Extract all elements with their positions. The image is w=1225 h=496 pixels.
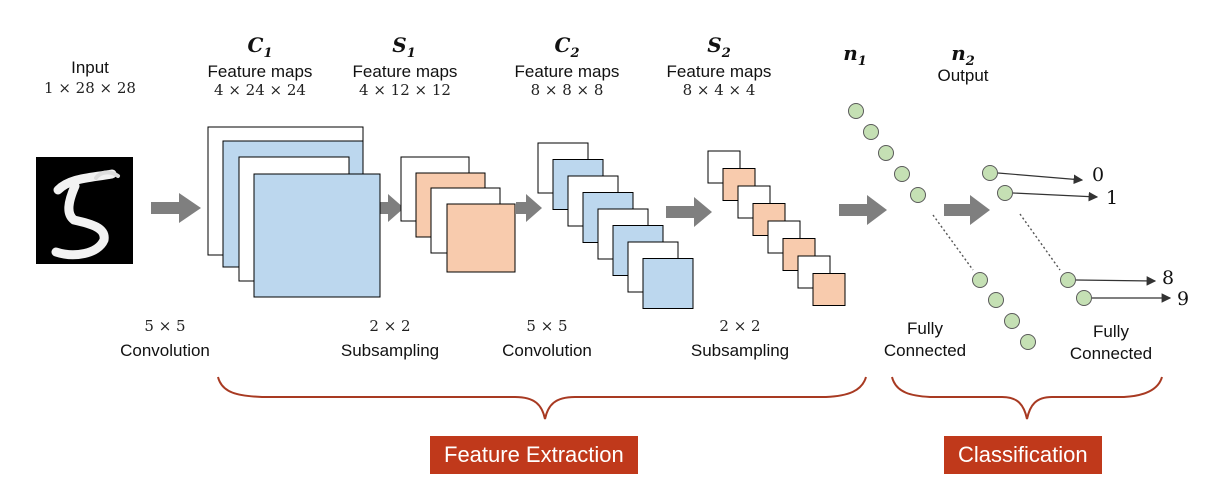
- s2-feature-maps: [707, 150, 846, 306]
- n1-symbol: n1: [843, 41, 867, 69]
- arrow-n1-to-n2: [944, 195, 990, 225]
- c2-label: Feature maps: [514, 62, 620, 81]
- conv1-kernel: 5 × 5: [144, 317, 186, 335]
- classification-brace: [891, 376, 1163, 420]
- c1-dims: 4 × 24 × 24: [214, 81, 306, 99]
- sub1-kernel: 2 × 2: [369, 317, 411, 335]
- output-label-0: 0: [1092, 164, 1105, 186]
- conv2-kernel: 5 × 5: [526, 317, 568, 335]
- arrow-input-to-c1: [151, 193, 201, 223]
- arrow-c2-to-s2: [666, 197, 712, 227]
- c2-map-8: [642, 258, 694, 309]
- fc1-line1: Fully: [907, 319, 943, 338]
- fc2-line2: Connected: [1069, 344, 1153, 363]
- arrow-s2-to-n1: [839, 195, 887, 225]
- classification-badge: Classification: [944, 436, 1102, 474]
- c1-label: Feature maps: [207, 62, 313, 81]
- fc1-line2: Connected: [883, 341, 967, 360]
- sub1-name: Subsampling: [340, 341, 440, 360]
- s2-label: Feature maps: [666, 62, 772, 81]
- c2-symbol: C2: [554, 33, 580, 61]
- s2-symbol: S2: [707, 33, 731, 61]
- n1-ellipsis-line: [932, 214, 974, 271]
- sub2-name: Subsampling: [690, 341, 790, 360]
- c2-dims: 8 × 8 × 8: [530, 81, 604, 99]
- s1-feature-maps: [400, 156, 516, 273]
- input-digit-image: [36, 157, 133, 264]
- input-label: Input: [71, 58, 109, 77]
- output-label-1: 1: [1106, 187, 1119, 209]
- output-label-9: 9: [1177, 288, 1190, 310]
- input-dims: 1 × 28 × 28: [44, 79, 136, 97]
- output-arrow-0: [997, 172, 1084, 185]
- s1-symbol: S1: [392, 33, 416, 61]
- n2-symbol: n2: [951, 41, 975, 69]
- c1-feature-maps: [207, 126, 381, 298]
- n2-label: Output: [937, 66, 989, 85]
- n2-ellipsis-line: [1019, 213, 1061, 271]
- feature-extraction-brace: [217, 376, 867, 420]
- arrow-s1-to-c2: [516, 194, 542, 222]
- output-arrow-8: [1075, 276, 1157, 286]
- conv2-name: Convolution: [502, 341, 592, 360]
- conv1-name: Convolution: [120, 341, 210, 360]
- fc2-line1: Fully: [1093, 322, 1129, 341]
- s2-map-8: [812, 273, 846, 306]
- s1-dims: 4 × 12 × 12: [359, 81, 451, 99]
- c2-feature-maps: [537, 142, 694, 309]
- s2-dims: 8 × 4 × 4: [682, 81, 756, 99]
- output-label-8: 8: [1162, 267, 1175, 289]
- sub2-kernel: 2 × 2: [719, 317, 761, 335]
- c1-symbol: C1: [247, 33, 273, 61]
- arrow-c1-to-s1: [378, 194, 404, 222]
- n1-neurons: [848, 103, 1036, 350]
- n2-neurons: [982, 165, 1092, 306]
- feature-extraction-badge: Feature Extraction: [430, 436, 638, 474]
- s1-label: Feature maps: [352, 62, 458, 81]
- output-arrow-1: [1012, 191, 1099, 202]
